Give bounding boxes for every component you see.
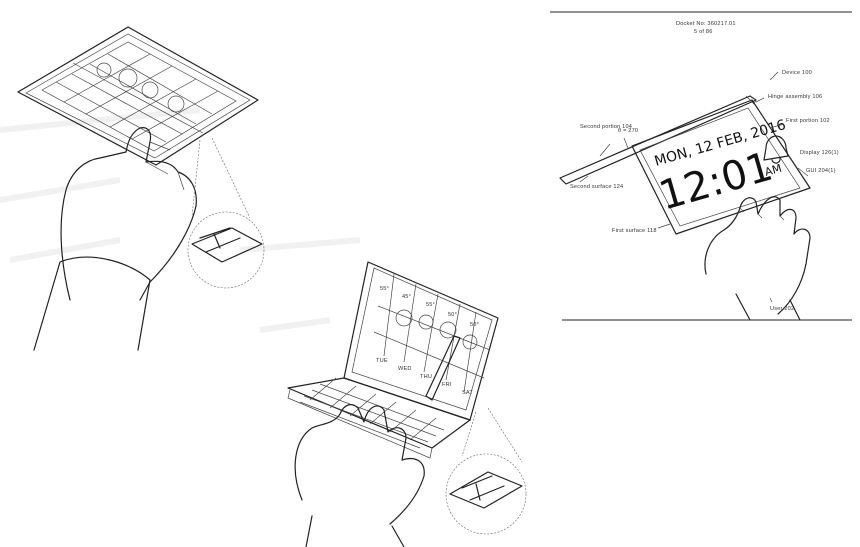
label-hinge: Hinge assembly 106: [768, 94, 822, 100]
label-second-surface: Second surface 124: [570, 184, 623, 190]
label-angle: θ = 270: [618, 128, 638, 134]
laptop-screen-tiles: [373, 273, 491, 393]
hand-typing: [294, 404, 425, 525]
hinge-detail: [191, 227, 263, 263]
hand-right-pointing: [60, 127, 197, 301]
label-device: Device 100: [782, 70, 812, 76]
sleeve: [33, 256, 151, 351]
label-first-portion: First portion 102: [786, 118, 830, 124]
tile-day-5: SAT: [462, 390, 473, 396]
tile-temp-4: 50°: [448, 312, 457, 318]
hinge-detail-circle: [187, 211, 265, 289]
hinge-detail-2: [449, 471, 523, 509]
tablet-hinge-line: [72, 62, 204, 134]
laptop-display: [343, 261, 499, 421]
tile-day-2: WED: [398, 366, 412, 372]
label-gui: GUI 204(1): [806, 168, 836, 174]
user-hand: [704, 196, 811, 315]
laptop-weather-labels: 55° 45° 55° 50° 50° TUE WED THU FRI SAT: [376, 286, 479, 396]
tablet-outline: [17, 26, 259, 166]
label-display: Display 126(1): [800, 150, 839, 156]
hinge-detail-circle-2: [445, 453, 527, 535]
sheet-number: 5 of 86: [694, 29, 713, 35]
label-user: User 202: [770, 306, 794, 312]
hinge-assembly: [745, 95, 757, 105]
tile-temp-2: 45°: [402, 294, 411, 300]
tile-day-4: FRI: [442, 382, 452, 388]
tile-day-3: THU: [420, 374, 432, 380]
keyboard-keys: [299, 377, 445, 449]
stylus: [425, 335, 461, 401]
figure-tablet-open: [17, 26, 265, 351]
tile-day-1: TUE: [376, 358, 388, 364]
figure-laptop-mode: 55° 45° 55° 50° 50° TUE WED THU FRI SAT: [287, 261, 527, 547]
docket-number: Docket No: 360217.01: [676, 21, 736, 27]
display-am: AM: [763, 162, 783, 179]
bell-icon: [763, 135, 789, 164]
tile-temp-3: 55°: [426, 302, 435, 308]
label-first-surface: First surface 118: [612, 228, 657, 234]
tablet-bevel: [25, 33, 251, 159]
patent-panel: Docket No: 360217.01 5 of 86 MON, 12 FEB…: [550, 11, 852, 321]
laptop-keyboard-base: [287, 377, 471, 449]
device-display: MON, 12 FEB, 2016 12:01 AM: [653, 117, 789, 220]
tile-temp-1: 55°: [380, 286, 389, 292]
label-second-portion: Second portion 104: [580, 124, 632, 130]
leader-lines: [579, 71, 809, 303]
tablet-screen-grid: [41, 41, 237, 152]
first-portion: [631, 99, 811, 235]
tile-temp-5: 50°: [470, 322, 479, 328]
